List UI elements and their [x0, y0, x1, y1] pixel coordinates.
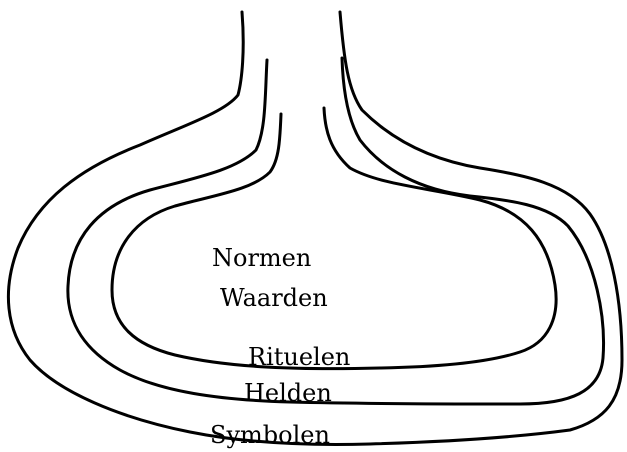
layer-label-symbolen: Symbolen [210, 423, 330, 447]
layer-label-waarden: Waarden [220, 286, 328, 310]
inner-layer-outline [112, 108, 556, 369]
layer-label-normen: Normen [212, 246, 311, 270]
layer-label-helden: Helden [244, 381, 332, 405]
layer-label-rituelen: Rituelen [248, 345, 350, 369]
